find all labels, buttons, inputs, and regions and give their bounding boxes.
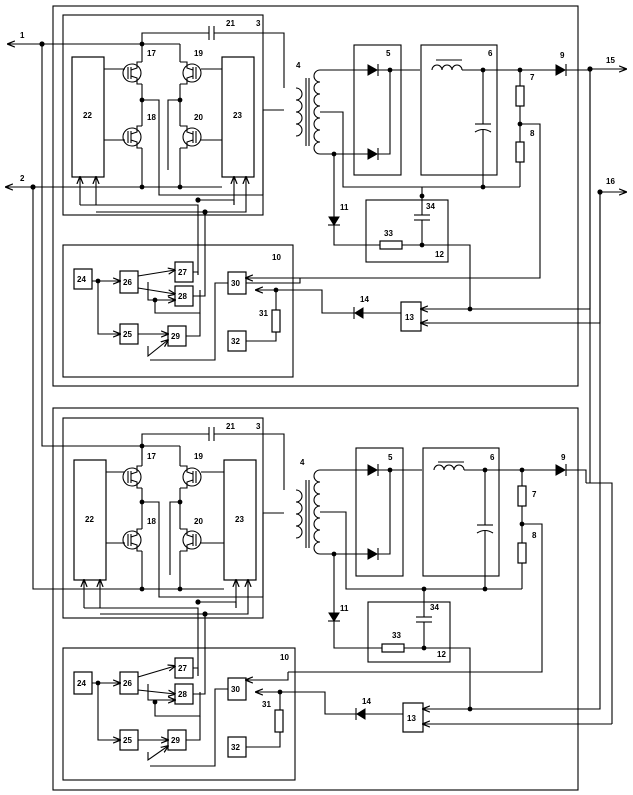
oscillator-label: 24 — [77, 679, 86, 688]
resistor-31-label: 31 — [259, 309, 268, 318]
output-diode-9 — [556, 465, 565, 475]
transformer — [296, 70, 320, 154]
transformer — [296, 470, 320, 554]
comparator-label: 13 — [405, 313, 414, 322]
transistor-19-label: 19 — [194, 49, 203, 58]
control-block-label: 10 — [272, 253, 281, 262]
inverter-block-label: 3 — [256, 19, 261, 28]
rectifier-diode-bottom — [368, 549, 377, 559]
resistor-7 — [516, 86, 524, 106]
resistor-33 — [382, 644, 404, 652]
transistor-18-label: 18 — [147, 517, 156, 526]
power-module-1: 3 21 22 23 17 18 — [53, 6, 590, 386]
aux-diode-label: 11 — [340, 203, 349, 212]
transistor-19-label: 19 — [194, 452, 203, 461]
driver-right-label: 23 — [233, 111, 242, 120]
gate-29-label: 29 — [171, 332, 180, 341]
filter-block — [421, 45, 497, 175]
rectifier-block — [356, 448, 403, 576]
transistor-18-label: 18 — [147, 113, 156, 122]
gate-28-label: 28 — [178, 690, 187, 699]
feedback-diode-14 — [357, 709, 365, 719]
gate-27-label: 27 — [178, 664, 187, 673]
resistor-33-label: 33 — [384, 229, 393, 238]
feedback-diode-14 — [355, 308, 363, 318]
transistor-18 — [123, 529, 142, 551]
aux-diode-label: 11 — [340, 604, 349, 613]
transistor-18 — [123, 126, 142, 148]
pwm-label: 30 — [231, 685, 240, 694]
power-module-2: 3 21 22 23 17 18 — [53, 408, 612, 790]
resistor-31-label: 31 — [262, 700, 271, 709]
resistor-7-label: 7 — [530, 73, 535, 82]
resistor-7 — [518, 486, 526, 506]
resistor-8-label: 8 — [530, 129, 535, 138]
rectifier-label: 5 — [386, 49, 391, 58]
resistor-8-label: 8 — [532, 531, 537, 540]
output-diode-label: 9 — [560, 51, 565, 60]
capacitor-34-label: 34 — [426, 202, 435, 211]
divider-label: 25 — [123, 736, 132, 745]
transistor-17-label: 17 — [147, 49, 156, 58]
feedback-diode-label: 14 — [360, 295, 369, 304]
transistor-20 — [180, 126, 201, 148]
driver-right-label: 23 — [235, 515, 244, 524]
terminal-1-label: 1 — [20, 31, 25, 40]
driver-left-label: 22 — [83, 111, 92, 120]
terminal-15-label: 15 — [606, 56, 615, 65]
feedback-diode-label: 14 — [362, 697, 371, 706]
filter-label: 6 — [490, 453, 495, 462]
trigger-label: 26 — [123, 278, 132, 287]
comparator-label: 13 — [407, 714, 416, 723]
transistor-20-label: 20 — [194, 113, 203, 122]
output-diode-9 — [556, 65, 565, 75]
transistor-17-label: 17 — [147, 452, 156, 461]
resistor-8 — [518, 543, 526, 563]
rectifier-label: 5 — [388, 453, 393, 462]
transformer-label: 4 — [296, 61, 301, 70]
inverter-block-label: 3 — [256, 422, 261, 431]
gate-29-label: 29 — [171, 736, 180, 745]
gate-27-label: 27 — [178, 268, 187, 277]
terminal-2-label: 2 — [20, 174, 25, 183]
gate-28-label: 28 — [178, 292, 187, 301]
resistor-33-label: 33 — [392, 631, 401, 640]
rectifier-diode-top — [368, 465, 377, 475]
resistor-31 — [272, 310, 280, 332]
transformer-label: 4 — [300, 458, 305, 467]
transistor-20-label: 20 — [194, 517, 203, 526]
transistor-17 — [123, 466, 142, 488]
trigger-label: 26 — [123, 679, 132, 688]
transistor-20 — [180, 529, 201, 551]
reference-label: 32 — [231, 337, 240, 346]
capacitor-top-label: 21 — [226, 422, 235, 431]
rectifier-diode-bottom — [368, 149, 377, 159]
transistor-19 — [180, 466, 201, 488]
rc-block-label: 12 — [435, 250, 444, 259]
reference-label: 32 — [231, 743, 240, 752]
transistor-17 — [123, 62, 142, 84]
rc-block-label: 12 — [437, 650, 446, 659]
transistor-19 — [180, 62, 201, 84]
terminal-16-label: 16 — [606, 177, 615, 186]
aux-diode-11 — [329, 613, 339, 621]
divider-label: 25 — [123, 330, 132, 339]
driver-left-label: 22 — [85, 515, 94, 524]
resistor-31 — [275, 710, 283, 732]
aux-diode-11 — [329, 217, 339, 225]
capacitor-top-label: 21 — [226, 19, 235, 28]
pwm-label: 30 — [231, 279, 240, 288]
resistor-8 — [516, 142, 524, 162]
filter-label: 6 — [488, 49, 493, 58]
rectifier-diode-top — [368, 65, 377, 75]
capacitor-34-label: 34 — [430, 603, 439, 612]
control-block-label: 10 — [280, 653, 289, 662]
resistor-33 — [380, 241, 402, 249]
resistor-7-label: 7 — [532, 490, 537, 499]
output-diode-label: 9 — [561, 453, 566, 462]
oscillator-label: 24 — [77, 275, 86, 284]
